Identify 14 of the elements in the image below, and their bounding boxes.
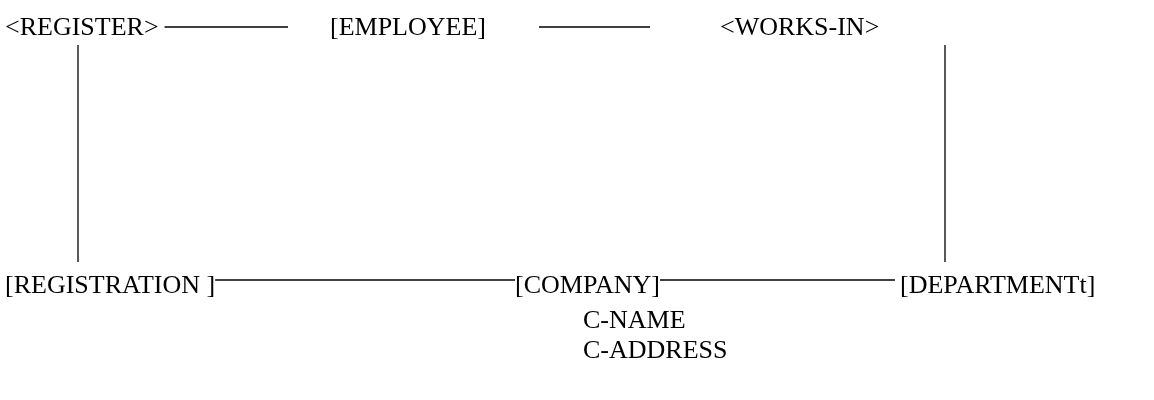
connector-line	[77, 44, 79, 263]
entity-label: [COMPANY]	[515, 270, 660, 299]
attribute-text: C-ADDRESS	[583, 335, 728, 365]
connector-line	[538, 26, 651, 28]
connector-line	[163, 26, 289, 28]
entity-label: <REGISTER>	[5, 12, 159, 41]
connector-line	[659, 279, 896, 281]
entity-label: [EMPLOYEE]	[330, 12, 486, 41]
attribute-text: C-NAME	[583, 305, 686, 335]
entity-label: <WORKS-IN>	[720, 12, 880, 41]
entity-label: [DEPARTMENTt]	[900, 270, 1096, 299]
connector-line	[214, 279, 516, 281]
connector-line	[944, 44, 946, 263]
entity-label: [REGISTRATION ]	[5, 270, 216, 299]
